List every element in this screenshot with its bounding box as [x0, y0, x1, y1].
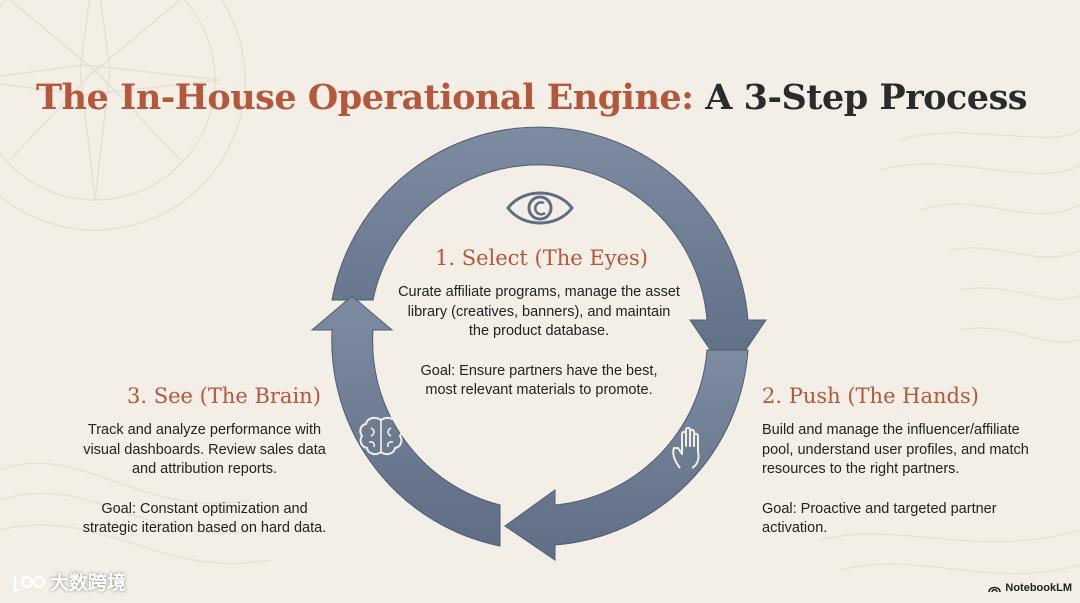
step-push-goal: Goal: Proactive and targeted partner act…	[762, 500, 997, 537]
title-primary: The In-House Operational Engine:	[36, 77, 694, 119]
step-select-title: 1. Select (The Eyes)	[435, 246, 648, 270]
step-select-body: Curate affiliate programs, manage the as…	[398, 283, 680, 401]
step-select-description: Curate affiliate programs, manage the as…	[398, 284, 680, 339]
watermark-left: 大数跨境	[12, 568, 126, 595]
brain-icon	[359, 416, 403, 456]
title-secondary: A 3-Step Process	[705, 77, 1027, 119]
step-see-goal: Goal: Constant optimization and strategi…	[82, 500, 327, 537]
notebooklm-logo-icon	[988, 586, 1002, 593]
step-push-title: 2. Push (The Hands)	[762, 384, 979, 408]
step-see-description: Track and analyze performance with visua…	[83, 422, 326, 477]
cycle-arrow-push-to-see	[504, 349, 749, 561]
watermark-right-text: NotebookLM	[1005, 582, 1072, 594]
page-title: The In-House Operational Engine: A 3-Ste…	[0, 77, 1063, 118]
watermark-logo-icon	[13, 574, 46, 592]
step-see-body: Track and analyze performance with visua…	[72, 421, 337, 539]
watermark-left-text: 大数跨境	[50, 573, 127, 594]
watermark-right: NotebookLM	[988, 582, 1072, 594]
hand-icon	[672, 426, 700, 469]
cycle-arrow-see-to-select	[310, 295, 501, 547]
step-see-title: 3. See (The Brain)	[127, 384, 321, 408]
step-select-goal: Goal: Ensure partners have the best, mos…	[420, 362, 658, 399]
step-push-description: Build and manage the influencer/affiliat…	[762, 422, 1029, 477]
eye-icon	[506, 191, 574, 225]
cycle-arrow-select-to-push	[331, 126, 767, 377]
step-push-body: Build and manage the influencer/affiliat…	[762, 421, 1037, 539]
